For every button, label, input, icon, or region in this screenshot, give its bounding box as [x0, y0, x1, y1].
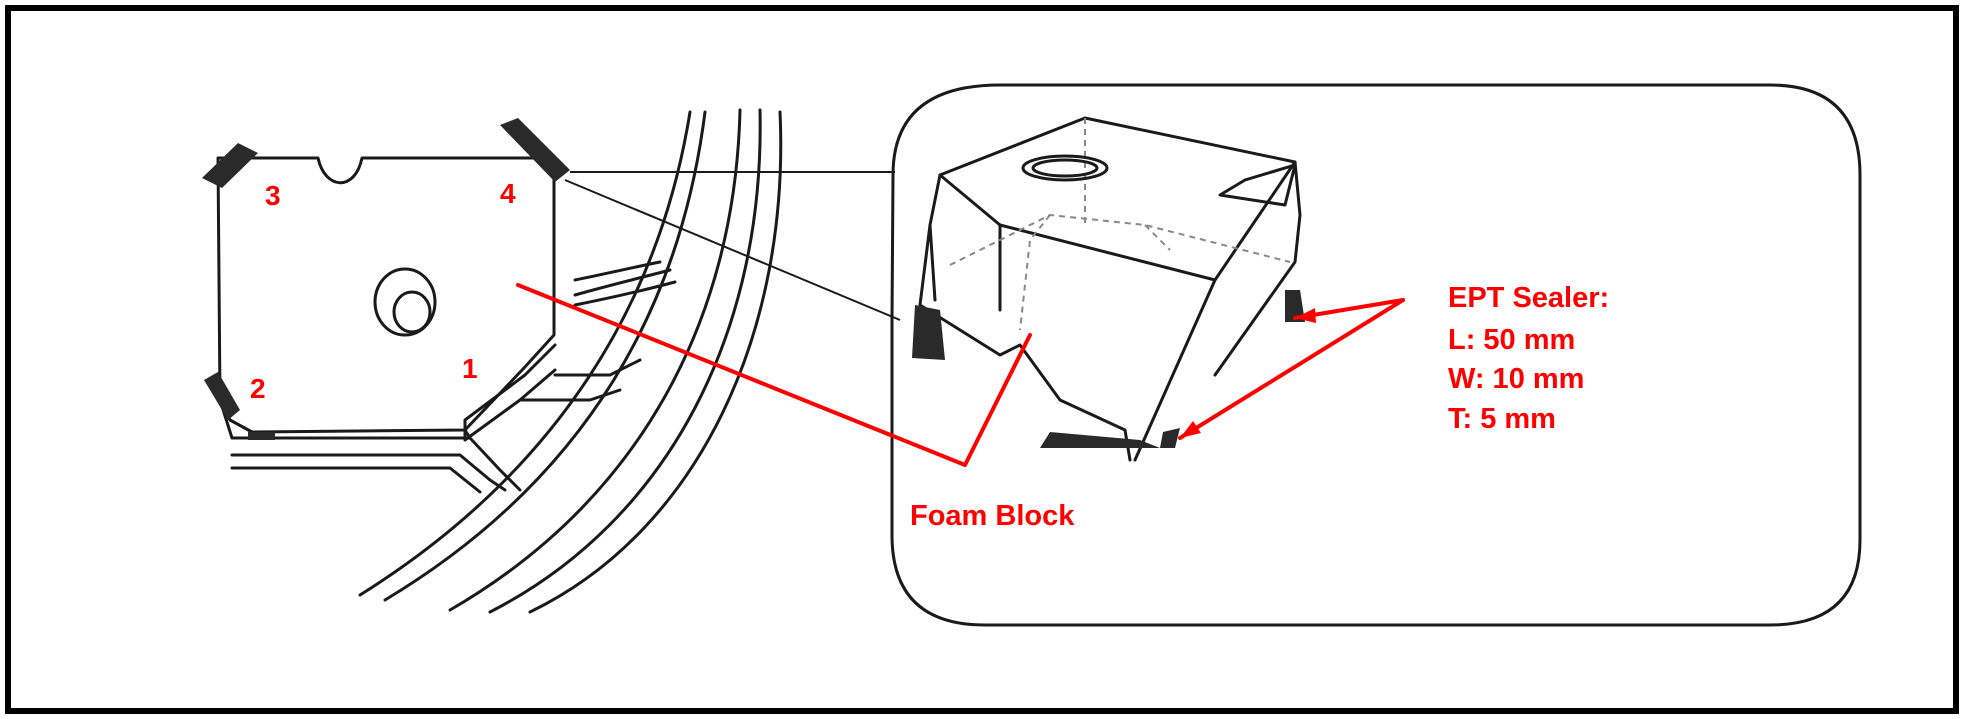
- ept-sealer-title: EPT Sealer:: [1448, 282, 1609, 314]
- foam-block-pointer-left: [516, 283, 967, 467]
- corner-label-3: 3: [265, 180, 281, 211]
- block-center-hole: [373, 267, 437, 337]
- enlarged-block-hole: [1021, 154, 1109, 182]
- outer-frame: [5, 5, 1959, 714]
- ept-sealer-length: L: 50 mm: [1448, 324, 1575, 356]
- installed-foam-block-view: [216, 108, 783, 614]
- foam-block-pointer-right: [963, 333, 1032, 467]
- body-panel-curves: [358, 108, 783, 614]
- callout-bubble: [890, 83, 1862, 627]
- corner-label-2: 2: [250, 373, 266, 404]
- ept-sealer-width: W: 10 mm: [1448, 363, 1584, 395]
- ept-sealer-spec: EPT Sealer: L: 50 mm W: 10 mm T: 5 mm: [1448, 282, 1609, 435]
- corner-label-4: 4: [500, 178, 516, 209]
- red-annotations: [516, 283, 1405, 467]
- red-arrowheads: [1180, 308, 1316, 438]
- corner-label-1: 1: [462, 353, 478, 384]
- ept-sealer-thickness: T: 5 mm: [1448, 403, 1556, 435]
- foam-block-label: Foam Block: [910, 500, 1075, 532]
- callout-leader-line: [564, 171, 901, 321]
- enlarged-ept-pads: [912, 290, 1305, 448]
- ept-sealer-pointer-lower: [1178, 298, 1405, 440]
- installed-ept-pads: [202, 118, 570, 440]
- panel-flange: [230, 260, 677, 494]
- installed-block-outline: [216, 156, 556, 434]
- enlarged-foam-block: [918, 116, 1302, 462]
